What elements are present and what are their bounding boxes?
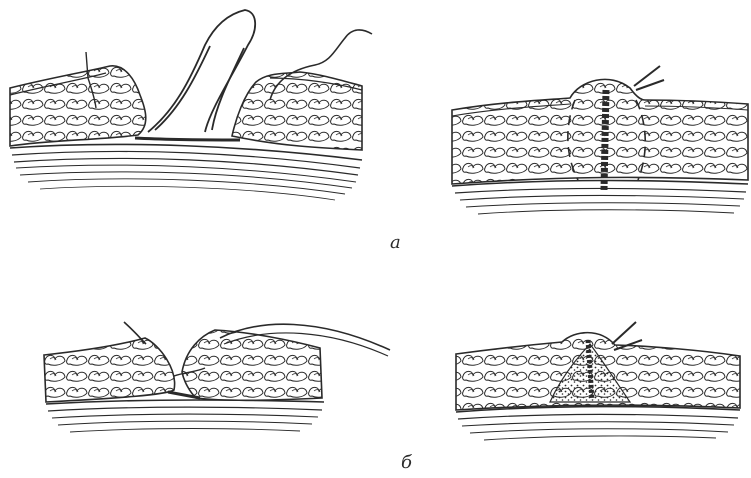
tissue-fat-left (10, 66, 146, 146)
panel-a-closed-wound (452, 66, 748, 214)
panel-label-a: а (390, 232, 401, 253)
fascia-layers (10, 144, 362, 200)
panel-a-open-wound (10, 10, 372, 200)
panel-b-open-wound (44, 322, 390, 432)
tissue-fat-right (232, 72, 362, 150)
tissue-fat-closed-a (452, 79, 748, 184)
panel-label-b: б (401, 452, 412, 473)
panel-b-closed-wound (456, 322, 740, 440)
knot-a (634, 66, 664, 90)
tissue-fat-left-b (44, 338, 175, 402)
tissue-fat-right-b (182, 330, 322, 400)
scar-line-a (604, 90, 606, 190)
